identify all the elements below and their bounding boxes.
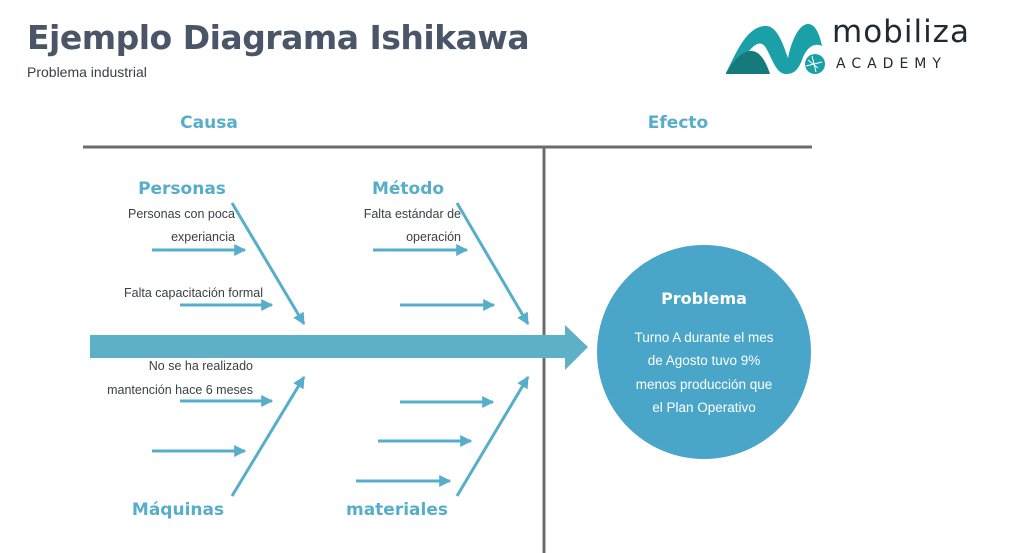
problem-circle: [597, 245, 811, 459]
problem-line: Turno A durante el mes: [634, 330, 773, 345]
mobiliza-m-icon: [726, 24, 825, 74]
bone-maquinas: [230, 375, 306, 497]
cause-text: No se ha realizado: [149, 359, 253, 373]
category-personas: Personas: [138, 179, 226, 199]
category-metodo: Método: [372, 179, 444, 199]
problem-line: menos producción que: [636, 377, 773, 392]
category-maquinas: Máquinas: [132, 500, 224, 520]
cause-heading: Causa: [180, 113, 238, 133]
cause-text: experiancia: [171, 230, 235, 244]
cause-text: Falta capacitación formal: [124, 286, 263, 300]
effect-heading: Efecto: [648, 113, 708, 133]
brand-logo: mobiliza ACADEMY: [726, 14, 1006, 78]
category-materiales: materiales: [346, 500, 448, 520]
problem-line: el Plan Operativo: [652, 400, 756, 415]
bone-materiales: [455, 375, 530, 497]
problem-line: de Agosto tuvo 9%: [648, 353, 761, 368]
cause-text: Falta estándar de: [364, 207, 461, 221]
main-spine-arrow: [90, 325, 588, 370]
logo-name: mobiliza: [832, 14, 970, 50]
page-title: Ejemplo Diagrama Ishikawa: [27, 18, 530, 57]
problem-title: Problema: [661, 289, 747, 308]
page-subtitle: Problema industrial: [27, 64, 147, 80]
logo-tagline: ACADEMY: [836, 56, 947, 72]
bone-metodo: [455, 202, 530, 326]
cause-text: operación: [406, 230, 461, 244]
cause-text: Personas con poca: [128, 207, 235, 221]
bone-personas: [230, 202, 306, 326]
cause-text: mantención hace 6 meses: [107, 383, 253, 397]
